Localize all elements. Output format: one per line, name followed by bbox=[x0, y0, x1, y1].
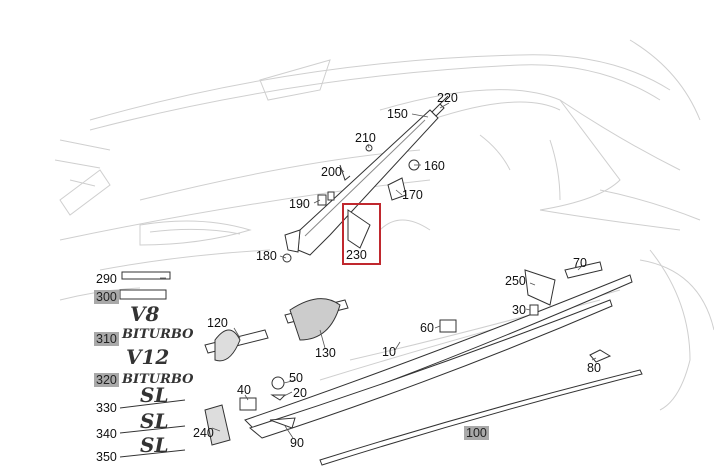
emblem-v8: V8 bbox=[130, 302, 160, 326]
callout-190[interactable]: 190 bbox=[289, 197, 310, 211]
emblem-biturbo-b: BITURBO bbox=[121, 372, 194, 387]
callout-310[interactable]: 310 bbox=[94, 332, 119, 346]
emblem-v12: V12 bbox=[126, 345, 169, 369]
callout-320[interactable]: 320 bbox=[94, 373, 119, 387]
callout-20[interactable]: 20 bbox=[293, 386, 307, 400]
callout-80[interactable]: 80 bbox=[587, 361, 601, 375]
callout-170[interactable]: 170 bbox=[402, 188, 423, 202]
callout-90[interactable]: 90 bbox=[290, 436, 304, 450]
callout-230[interactable]: 230 bbox=[346, 248, 367, 262]
callout-290[interactable]: 290 bbox=[96, 272, 117, 286]
callout-10[interactable]: 10 bbox=[382, 345, 396, 359]
callout-150[interactable]: 150 bbox=[387, 107, 408, 121]
callout-330[interactable]: 330 bbox=[96, 401, 117, 415]
callout-250[interactable]: 250 bbox=[505, 274, 526, 288]
callout-70[interactable]: 70 bbox=[573, 256, 587, 270]
callout-30[interactable]: 30 bbox=[512, 303, 526, 317]
callout-200[interactable]: 200 bbox=[321, 165, 342, 179]
highlight-box-230 bbox=[342, 203, 381, 265]
callout-40[interactable]: 40 bbox=[237, 383, 251, 397]
callout-240[interactable]: 240 bbox=[193, 426, 214, 440]
callout-130[interactable]: 130 bbox=[315, 346, 336, 360]
callout-50[interactable]: 50 bbox=[289, 371, 303, 385]
callout-350[interactable]: 350 bbox=[96, 450, 117, 464]
callout-180[interactable]: 180 bbox=[256, 249, 277, 263]
callout-340[interactable]: 340 bbox=[96, 427, 117, 441]
callout-100[interactable]: 100 bbox=[464, 426, 489, 440]
callout-210[interactable]: 210 bbox=[355, 131, 376, 145]
emblem-biturbo-a: BITURBO bbox=[121, 327, 194, 342]
callout-60[interactable]: 60 bbox=[420, 321, 434, 335]
callout-300[interactable]: 300 bbox=[94, 290, 119, 304]
callout-220[interactable]: 220 bbox=[437, 91, 458, 105]
callout-120[interactable]: 120 bbox=[207, 316, 228, 330]
callout-160[interactable]: 160 bbox=[424, 159, 445, 173]
